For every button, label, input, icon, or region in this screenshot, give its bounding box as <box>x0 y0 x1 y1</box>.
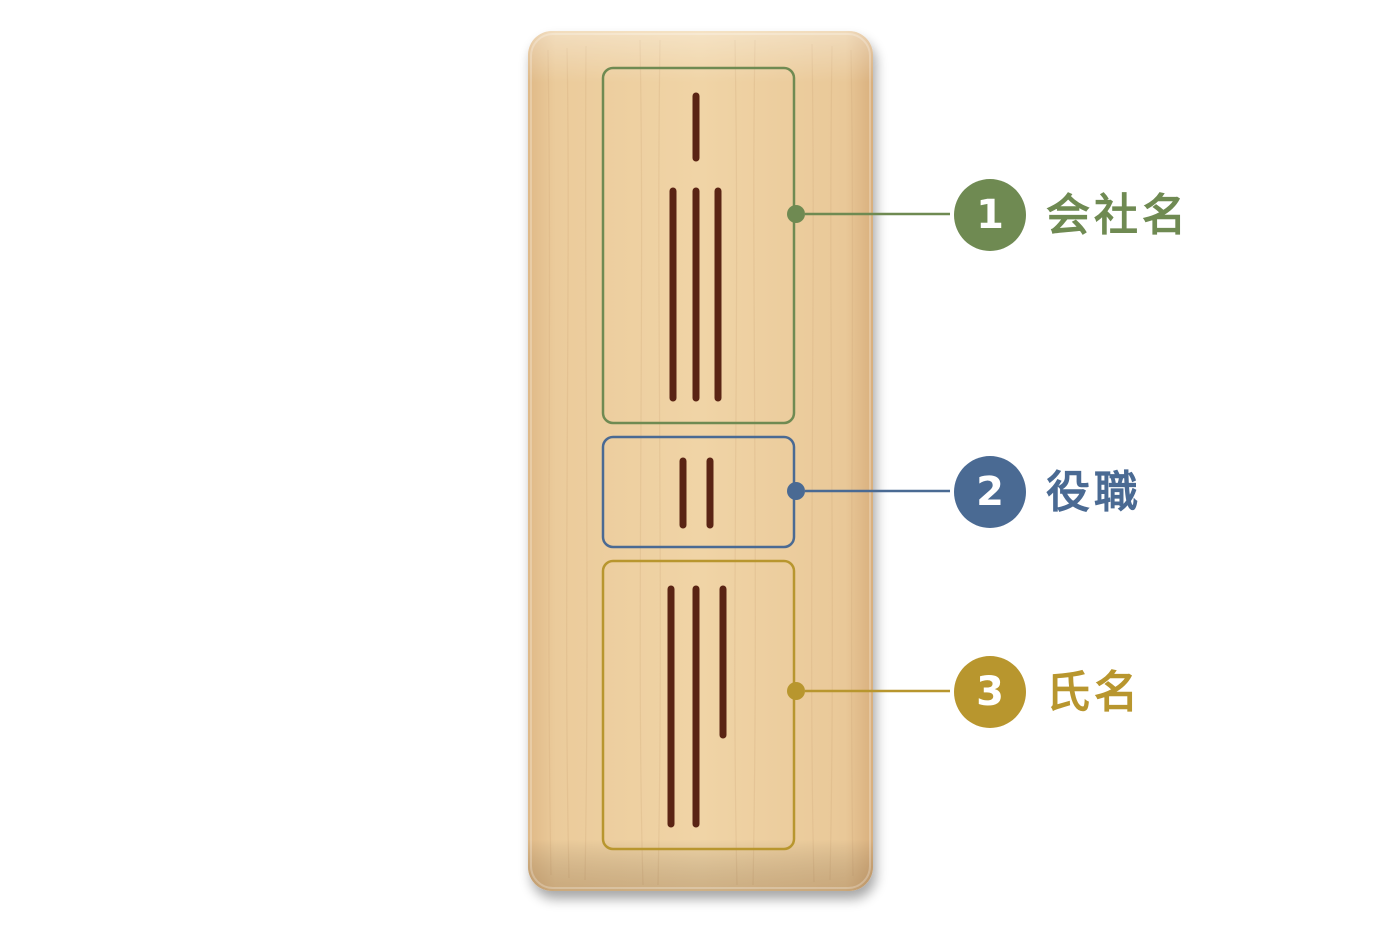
wooden-plate <box>528 31 873 891</box>
anchor-dot <box>787 482 805 500</box>
number-badge-3 <box>954 656 1026 728</box>
leader-line-3 <box>787 656 1026 728</box>
person-name-region <box>601 559 796 851</box>
badge-number-1: 1 <box>976 192 1004 238</box>
carved-text-lines <box>667 92 727 828</box>
number-badge-2 <box>954 456 1026 528</box>
company-name-region <box>601 66 796 425</box>
badge-number-3: 3 <box>976 669 1004 715</box>
label-job-title: 役職 <box>1046 467 1142 518</box>
badge-number-2: 2 <box>976 469 1004 515</box>
plate-bevel <box>528 31 873 891</box>
plate-highlight <box>530 33 871 889</box>
number-badge-1 <box>954 179 1026 251</box>
anchor-dot <box>787 682 805 700</box>
leader-line-1 <box>787 179 1026 251</box>
anchor-dot <box>787 205 805 223</box>
leader-line-2 <box>787 456 1026 528</box>
label-company-name: 会社名 <box>1046 190 1190 241</box>
label-person-name: 氏名 <box>1046 667 1142 718</box>
